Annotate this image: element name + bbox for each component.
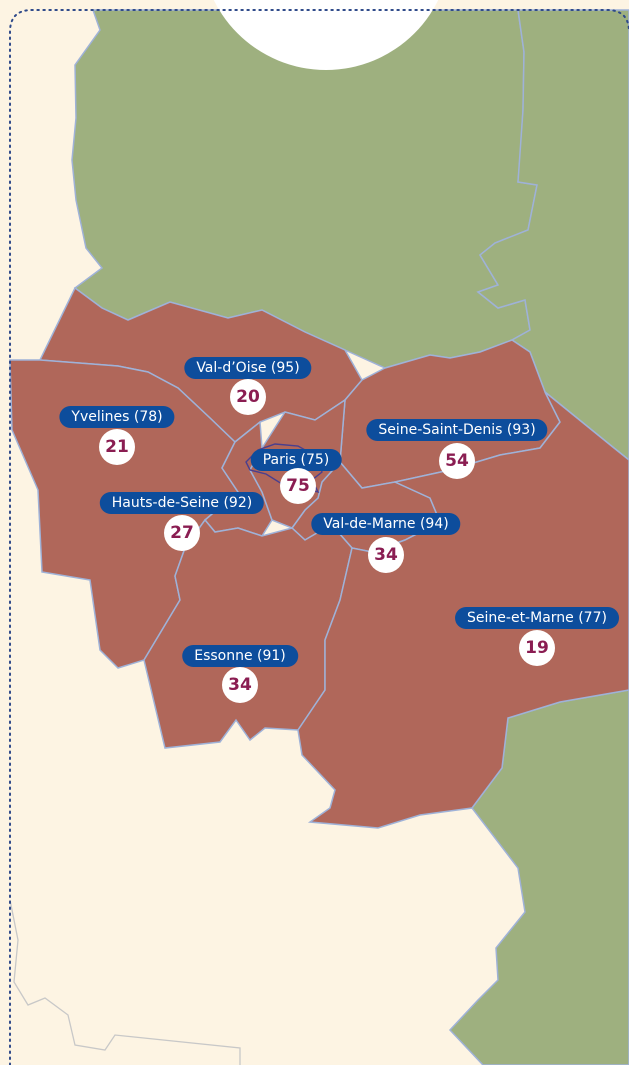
label-val-d-oise: Val-d’Oise (95) [184,357,312,379]
count-yvelines: 21 [99,429,135,465]
count-val-d-oise: 20 [230,379,266,415]
label-seine-et-marne: Seine-et-Marne (77) [455,607,619,629]
label-yvelines: Yvelines (78) [59,406,175,428]
label-essonne: Essonne (91) [182,645,298,667]
label-val-de-marne: Val-de-Marne (94) [311,513,461,535]
count-seine-saint-denis: 54 [439,443,475,479]
label-seine-saint-denis: Seine-Saint-Denis (93) [366,419,548,441]
label-paris: Paris (75) [250,449,342,471]
count-paris: 75 [280,468,316,504]
label-hauts-de-seine: Hauts-de-Seine (92) [99,492,265,514]
count-seine-et-marne: 19 [519,630,555,666]
count-val-de-marne: 34 [368,537,404,573]
outline-southwest [9,899,241,1065]
count-hauts-de-seine: 27 [164,515,200,551]
count-essonne: 34 [222,667,258,703]
dotted-frame [9,9,629,1065]
top-circle [213,0,439,70]
